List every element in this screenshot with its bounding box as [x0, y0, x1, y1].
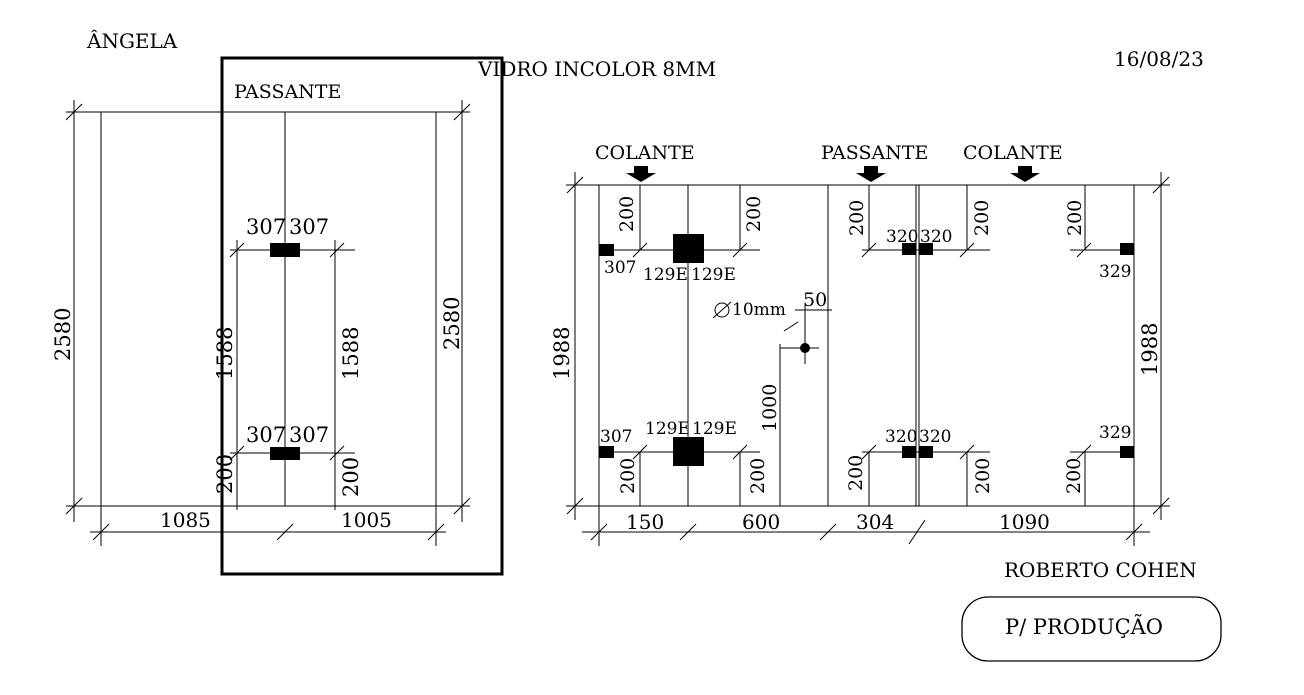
width-3: 304	[856, 510, 894, 534]
material-label: VIDRO INCOLOR 8MM	[477, 57, 716, 81]
bottom-offset-1: 200	[617, 458, 639, 494]
left-glass-outline	[100, 111, 437, 507]
dim-tick	[453, 497, 471, 515]
left-lower-dim-b: 307	[289, 423, 329, 447]
dim-tick	[908, 519, 926, 545]
dim-tick	[1076, 444, 1092, 460]
left-upper-dim-b: 307	[289, 215, 329, 239]
dim-tick	[276, 523, 294, 541]
left-edge-fitting-upper	[599, 244, 614, 256]
right-height-right: 1988	[1138, 323, 1162, 376]
dim-tick	[427, 523, 445, 541]
right-edge-fitting-lower	[1120, 446, 1134, 458]
left-edge-fitting-lower	[599, 446, 614, 458]
lower-hinge-dim-a: 129E	[645, 419, 690, 439]
upper-mid-clip-b	[919, 243, 933, 255]
dim-tick	[65, 497, 83, 515]
hole-offset-label: 50	[803, 289, 827, 311]
upper-right-dim: 329	[1099, 262, 1131, 282]
dim-tick	[1125, 523, 1143, 541]
right-edge-fitting-upper	[1120, 243, 1134, 255]
left-lower-dim-a: 307	[246, 423, 286, 447]
bottom-offset-4: 200	[972, 458, 994, 494]
footer-client-name: ROBERTO COHEN	[1004, 558, 1197, 582]
down-arrow-icon	[626, 166, 656, 182]
left-width-left: 1085	[160, 508, 211, 532]
dim-tick	[92, 523, 110, 541]
lower-hinge-dim-b: 129E	[692, 419, 737, 439]
status-label: P/ PRODUÇÃO	[1005, 615, 1163, 639]
left-panel: PASSANTE 2580 2580 307 307 307 307	[51, 56, 504, 576]
left-width-right: 1005	[341, 508, 392, 532]
leader-line	[783, 321, 799, 332]
dim-tick	[329, 445, 345, 461]
top-offset-1: 200	[616, 196, 638, 232]
bottom-offset-5: 200	[1063, 458, 1085, 494]
left-bottom-offset-right: 200	[339, 457, 363, 497]
hole-height-label: 1000	[759, 384, 781, 432]
right-type-label-1: COLANTE	[595, 142, 695, 164]
down-arrow-icon	[856, 166, 886, 182]
dim-tick	[1152, 176, 1170, 194]
highlight-frame	[220, 56, 504, 576]
dim-tick	[819, 523, 837, 541]
left-vertical-right: 1588	[339, 327, 363, 380]
lower-right-dim: 329	[1099, 423, 1131, 443]
dim-tick	[566, 176, 584, 194]
top-offset-3: 200	[846, 200, 868, 236]
upper-hinge-dim-b: 129E	[691, 265, 736, 285]
dim-tick	[1152, 497, 1170, 515]
top-offset-2: 200	[743, 196, 765, 232]
left-upper-dim-a: 307	[246, 215, 286, 239]
lower-mid-dim-b: 320	[919, 427, 951, 447]
left-bottom-offset-left: 200	[213, 454, 237, 494]
top-offset-5: 200	[1064, 200, 1086, 236]
upper-hinge-dim-a: 129E	[643, 265, 688, 285]
width-4: 1090	[999, 510, 1050, 534]
bottom-offset-2: 200	[747, 458, 769, 494]
width-2: 600	[742, 510, 780, 534]
hole-diameter-label: 10mm	[732, 300, 786, 320]
lower-mid-dim-a: 320	[885, 427, 917, 447]
dim-tick	[566, 497, 584, 515]
client-label: ÂNGELA	[86, 29, 178, 53]
dim-tick	[453, 103, 471, 121]
upper-hinge	[673, 234, 704, 263]
diameter-icon	[714, 302, 730, 318]
left-vertical-left: 1588	[213, 327, 237, 380]
lower-left-dim: 307	[600, 427, 632, 447]
dim-tick	[1076, 242, 1092, 258]
down-arrow-icon	[1010, 166, 1040, 182]
dim-tick	[65, 103, 83, 121]
right-height-left: 1988	[550, 327, 574, 380]
dim-tick	[590, 523, 608, 541]
upper-mid-dim-b: 320	[920, 227, 952, 247]
date-label: 16/08/23	[1114, 47, 1204, 71]
upper-mid-clip-a	[902, 243, 916, 255]
left-height-right: 2580	[440, 297, 464, 350]
top-offset-4: 200	[971, 200, 993, 236]
right-type-label-3: COLANTE	[963, 142, 1063, 164]
dim-tick	[679, 523, 697, 541]
upper-left-dim: 307	[604, 258, 636, 278]
diameter-icon-slash	[712, 301, 732, 319]
upper-mid-dim-a: 320	[886, 227, 918, 247]
bottom-offset-3: 200	[845, 455, 867, 491]
width-1: 150	[626, 510, 664, 534]
right-glass-outline	[598, 184, 1135, 507]
status-stamp	[961, 596, 1222, 662]
dim-tick	[329, 242, 345, 258]
left-height-left: 2580	[51, 308, 75, 361]
left-type-label: PASSANTE	[234, 81, 341, 103]
right-type-label-2: PASSANTE	[821, 142, 928, 164]
right-panel: COLANTE PASSANTE COLANTE 1988 1988	[550, 142, 1170, 546]
